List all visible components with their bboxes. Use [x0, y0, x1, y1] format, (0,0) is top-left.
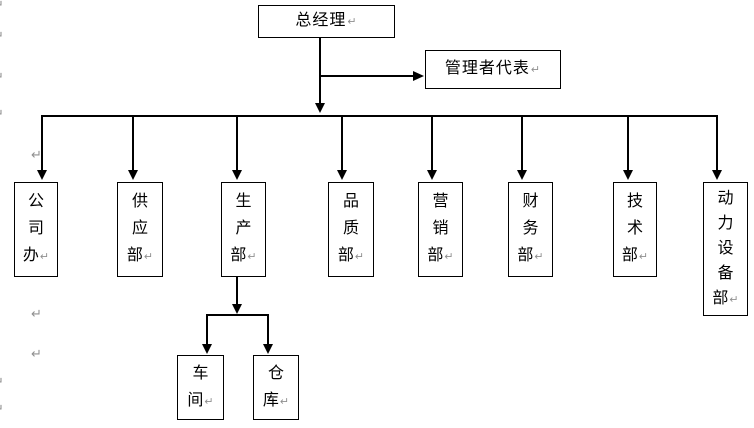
org-box-label: 动 力 设 备 部	[712, 189, 734, 307]
arrowhead-production-dept-icon	[232, 170, 242, 180]
connector-drop-power-equipment-dept	[716, 117, 718, 170]
connector-root-down	[319, 38, 321, 105]
org-box-supply-dept[interactable]: 供 应 部↵	[117, 182, 163, 277]
org-box-company-office[interactable]: 公 司 办↵	[14, 182, 58, 277]
org-box-production-dept[interactable]: 生 产 部↵	[221, 182, 266, 277]
arrowhead-marketing-dept-icon	[427, 170, 437, 180]
paragraph-mark-icon: ↵	[204, 395, 214, 408]
paragraph-mark-icon: ↵	[31, 147, 42, 162]
arrowhead-production-split-icon	[232, 304, 242, 314]
paragraph-mark-icon: ↵	[39, 251, 50, 263]
paragraph-mark-icon: ↵	[347, 16, 358, 28]
connector-drop-quality-dept	[341, 117, 343, 170]
org-box-label: 品 质 部	[337, 193, 359, 264]
org-box-label: 营 销 部	[427, 193, 449, 264]
org-box-label: 供 应 部	[126, 193, 148, 264]
paragraph-mark-icon: ↵	[31, 306, 42, 321]
org-box-label: 财 务 部	[517, 193, 539, 264]
paragraph-mark-icon: ↵	[31, 346, 42, 361]
org-box-management-representative[interactable]: 管理者代表↵	[425, 50, 561, 89]
org-box-marketing-dept[interactable]: 营 销 部↵	[418, 182, 463, 277]
paragraph-mark-icon: ↵	[279, 395, 290, 408]
org-box-workshop[interactable]: 车 间↵	[177, 355, 224, 420]
org-box-label: 公 司 办	[22, 193, 44, 264]
org-box-general-manager[interactable]: 总经理↵	[258, 5, 395, 38]
connector-drop-marketing-dept	[431, 117, 433, 170]
org-box-label: 仓 库	[262, 364, 284, 409]
arrowhead-quality-dept-icon	[337, 170, 347, 180]
arrowhead-finance-dept-icon	[517, 170, 527, 180]
connector-drop-supply-dept	[132, 117, 134, 170]
connector-drop-company-office	[41, 117, 43, 170]
org-box-label: 生 产 部	[230, 193, 252, 264]
paragraph-mark-icon: ↵	[0, 402, 4, 415]
org-box-finance-dept[interactable]: 财 务 部↵	[508, 182, 553, 277]
paragraph-mark-icon: ↵	[0, 0, 4, 11]
paragraph-mark-icon: ↵	[143, 251, 154, 263]
paragraph-mark-icon: ↵	[0, 29, 4, 42]
paragraph-mark-icon: ↵	[0, 375, 4, 388]
arrowhead-root-down-icon	[315, 103, 325, 113]
paragraph-mark-icon: ↵	[0, 107, 4, 120]
org-box-warehouse[interactable]: 仓 库↵	[253, 355, 299, 420]
paragraph-mark-icon: ↵	[534, 251, 544, 263]
connector-production-split-bar	[206, 314, 269, 316]
arrowhead-technology-dept-icon	[623, 170, 633, 180]
connector-drop-workshop	[206, 316, 208, 345]
arrowhead-warehouse-icon	[263, 344, 273, 354]
paragraph-mark-icon: ↵	[638, 251, 649, 263]
connector-drop-technology-dept	[627, 117, 629, 170]
connector-drop-finance-dept	[521, 117, 523, 170]
org-box-label: 车 间	[187, 364, 209, 409]
paragraph-mark-icon: ↵	[354, 251, 365, 263]
connector-drop-production-dept	[236, 117, 238, 170]
arrowhead-to-staff-icon	[413, 71, 424, 81]
org-box-label: 管理者代表	[444, 60, 530, 77]
arrowhead-supply-dept-icon	[128, 170, 138, 180]
paragraph-mark-icon: ↵	[247, 251, 257, 263]
org-box-label: 总经理	[295, 12, 347, 29]
org-box-quality-dept[interactable]: 品 质 部↵	[328, 182, 374, 277]
connector-distribution-bar	[41, 115, 718, 117]
paragraph-mark-icon: ↵	[0, 70, 4, 83]
org-box-technology-dept[interactable]: 技 术 部↵	[613, 182, 657, 277]
arrowhead-workshop-icon	[202, 344, 212, 354]
org-box-power-equipment-dept[interactable]: 动 力 设 备 部↵	[703, 182, 748, 316]
paragraph-mark-icon: ↵	[729, 293, 739, 306]
connector-drop-warehouse	[267, 316, 269, 345]
arrowhead-power-equipment-dept-icon	[712, 170, 722, 180]
connector-production-down	[236, 277, 238, 305]
paragraph-mark-icon: ↵	[444, 251, 454, 263]
connector-to-staff	[320, 75, 413, 77]
arrowhead-company-office-icon	[37, 170, 47, 180]
org-box-label: 技 术 部	[621, 193, 643, 264]
paragraph-mark-icon: ↵	[530, 64, 542, 76]
